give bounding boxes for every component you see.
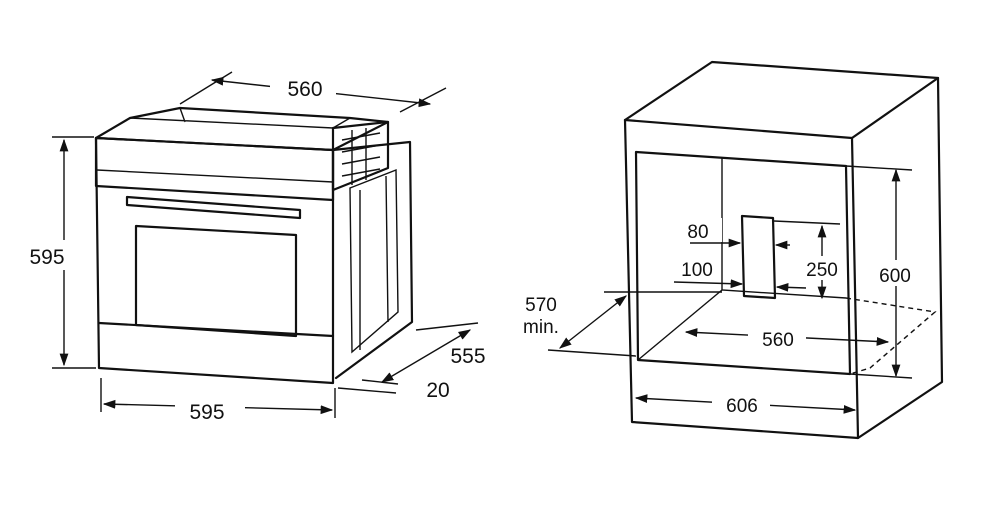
cabinet-side-face: [856, 76, 944, 440]
label-vent-height: 250: [806, 260, 838, 281]
niche-floor-line: [637, 289, 723, 361]
oven-handle: [125, 195, 302, 220]
niche-drawing: 80 100 250 600 560 606 570 min.: [523, 60, 944, 440]
label-vent-offset: 100: [681, 260, 713, 281]
label-niche-depth-suffix: min.: [523, 317, 559, 338]
label-oven-width-top: 560: [287, 78, 322, 101]
label-niche-outer-width: 606: [726, 396, 758, 417]
oven-side: [331, 140, 414, 380]
label-niche-inner-width: 560: [762, 330, 794, 351]
oven-rear-vent: [331, 120, 390, 192]
label-oven-height: 595: [29, 246, 64, 269]
niche-floor-dashed: [845, 297, 937, 375]
label-oven-width-bottom: 595: [189, 401, 224, 424]
oven-front-outline: [94, 136, 335, 385]
oven-vent-grille: [341, 128, 381, 185]
cabinet-top-face: [623, 60, 940, 140]
oven-panel-line: [96, 169, 334, 183]
niche-vent-slot: [740, 214, 777, 300]
label-oven-front-offset: 20: [426, 379, 449, 402]
label-oven-depth: 555: [450, 345, 485, 368]
oven-side-rail: [359, 175, 389, 350]
dim-ext-top-left: [179, 71, 233, 105]
oven-window: [134, 224, 298, 338]
dim-line-depth: [380, 329, 472, 383]
dim-ext-top-right: [399, 87, 447, 113]
oven-top-surface: [94, 106, 390, 152]
label-niche-depth-value: 570: [525, 295, 557, 316]
label-vent-width: 80: [687, 222, 708, 243]
oven-drawing: 560 595 595 555 20: [20, 71, 486, 424]
oven-control-panel: [94, 136, 335, 202]
oven-side-inner: [349, 168, 399, 354]
label-niche-inner-height: 600: [879, 266, 911, 287]
dim-line-front-offset: [361, 379, 399, 385]
